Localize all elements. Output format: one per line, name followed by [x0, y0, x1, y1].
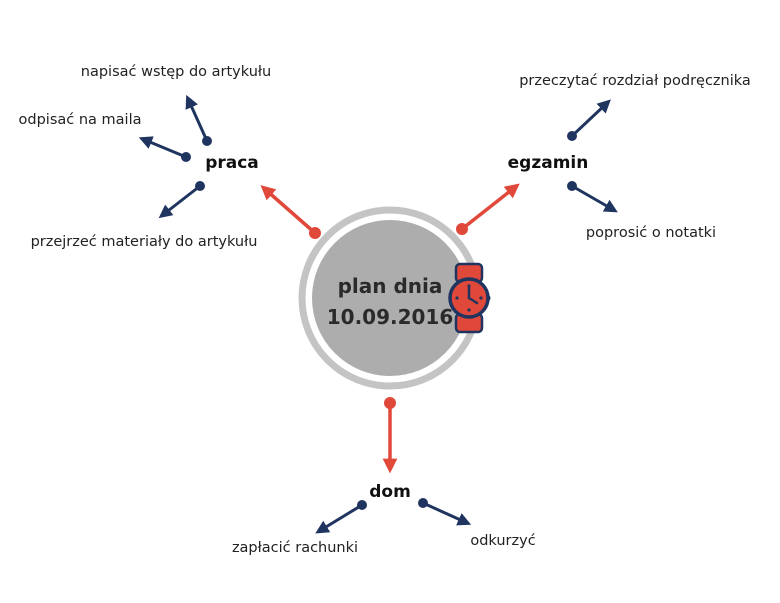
subconnector-egzamin-2 — [567, 181, 618, 213]
center-title: plan dnia — [338, 274, 443, 298]
subconnector-dom-1 — [315, 500, 367, 534]
center-node: plan dnia 10.09.2016 — [298, 206, 482, 390]
connector-praca — [260, 185, 321, 239]
leaf-dom-2: odkurzyć — [470, 533, 535, 549]
leaf-egzamin-1: przeczytać rozdział podręcznika — [519, 73, 751, 89]
subconnector-dom-2 — [418, 498, 472, 526]
center-date: 10.09.2016 — [327, 305, 454, 329]
connector-dom — [382, 397, 398, 474]
leaf-praca-3: przejrzeć materiały do artykułu — [31, 234, 258, 250]
subconnector-praca-2 — [138, 136, 191, 162]
leaf-dom-1: zapłacić rachunki — [232, 540, 358, 556]
branch-label-praca: praca — [205, 153, 259, 173]
subconnector-egzamin-1 — [567, 99, 611, 141]
connector-egzamin — [456, 183, 520, 235]
leaf-egzamin-2: poprosić o notatki — [586, 225, 716, 241]
subconnector-praca-3 — [158, 181, 205, 219]
branch-label-dom: dom — [369, 482, 411, 502]
subconnector-praca-1 — [185, 94, 212, 146]
leaf-praca-1: napisać wstęp do artykułu — [81, 64, 271, 80]
leaf-praca-2: odpisać na maila — [19, 112, 142, 128]
wristwatch-icon — [448, 262, 491, 334]
branch-label-egzamin: egzamin — [508, 153, 589, 173]
